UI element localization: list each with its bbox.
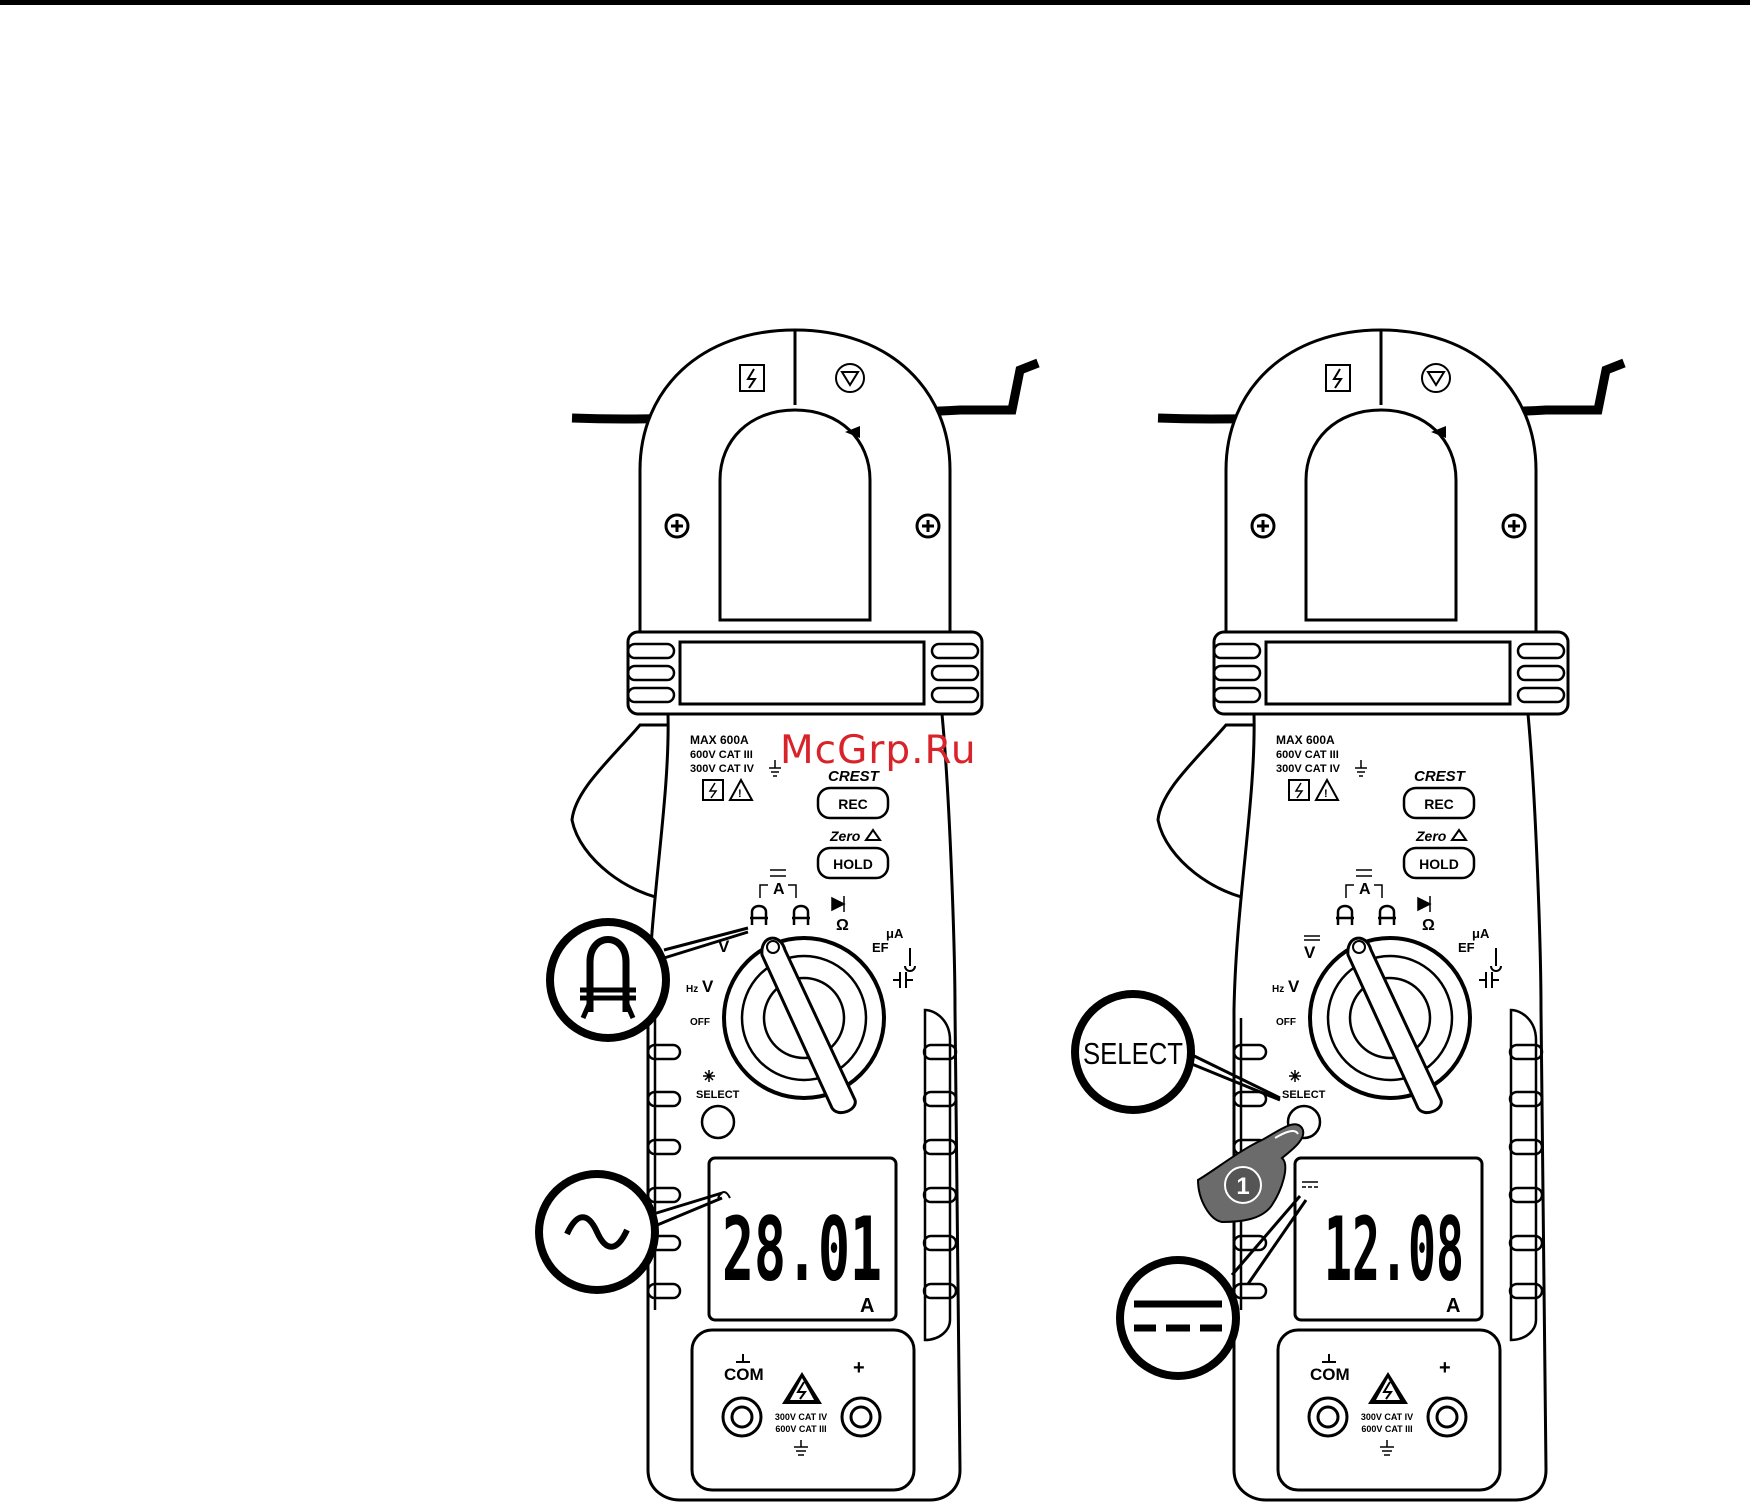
terminal-rating-2: 600V CAT III xyxy=(1361,1424,1412,1434)
svg-text:!: ! xyxy=(738,788,742,800)
com-jack[interactable] xyxy=(723,1398,761,1436)
select-label: SELECT xyxy=(1282,1089,1326,1101)
com-label: COM xyxy=(724,1365,764,1384)
screw-icon xyxy=(917,515,939,537)
rating-max: MAX 600A xyxy=(690,733,749,747)
com-jack[interactable] xyxy=(1309,1398,1347,1436)
dial-label-hz: Hz xyxy=(686,984,698,995)
terminal-rating-2: 600V CAT III xyxy=(775,1424,826,1434)
dial-label-ef: EF xyxy=(872,940,889,955)
dial-label-v-ac: V xyxy=(702,977,714,996)
jaw-trigger[interactable] xyxy=(572,725,670,900)
rec-button[interactable]: REC xyxy=(818,788,888,818)
dial-label-off: OFF xyxy=(1276,1017,1296,1028)
lcd-reading: 12.08 xyxy=(1324,1198,1464,1301)
select-label: SELECT xyxy=(696,1089,740,1101)
rating-cat3: 600V CAT III xyxy=(1276,749,1339,761)
lcd-display: 28.01 A xyxy=(709,1158,896,1320)
meter-right: MAX 600A 600V CAT III 300V CAT IV ! CRES… xyxy=(1071,330,1624,1500)
lcd-reading: 28.01 xyxy=(722,1198,882,1301)
select-button[interactable] xyxy=(702,1106,734,1138)
dial-label-a: A xyxy=(773,881,785,898)
watermark: McGrp.Ru xyxy=(780,728,977,773)
rating-cat4: 300V CAT IV xyxy=(1276,763,1341,775)
plus-label: + xyxy=(853,1357,865,1379)
lcd-display: 12.08 A xyxy=(1295,1158,1482,1320)
grip-band xyxy=(1214,632,1568,714)
terminal-rating-1: 300V CAT IV xyxy=(775,1412,827,1422)
rating-max: MAX 600A xyxy=(1276,733,1335,747)
rec-button-label: REC xyxy=(1424,796,1454,812)
rec-button[interactable]: REC xyxy=(1404,788,1474,818)
hold-button[interactable]: HOLD xyxy=(1404,848,1474,878)
dial-label-ef: EF xyxy=(1458,940,1475,955)
crest-label: CREST xyxy=(1414,768,1467,785)
com-label: COM xyxy=(1310,1365,1350,1384)
terminal-rating-1: 300V CAT IV xyxy=(1361,1412,1413,1422)
callout-select-text: SELECT xyxy=(1083,1036,1183,1071)
terminal-panel: COM + 300V CAT IV 600V CAT III xyxy=(1278,1330,1500,1490)
jaw-trigger[interactable] xyxy=(1158,725,1256,900)
plus-jack[interactable] xyxy=(842,1398,880,1436)
terminal-panel: COM + 300V CAT IV 600V CAT III xyxy=(692,1330,914,1490)
meter-left: MAX 600A 600V CAT III 300V CAT IV ! CRES… xyxy=(535,330,1038,1500)
screw-icon xyxy=(666,515,688,537)
plus-label: + xyxy=(1439,1357,1451,1379)
dial-label-v-ac: V xyxy=(1288,977,1300,996)
lcd-unit: A xyxy=(1446,1295,1460,1317)
rating-cat4: 300V CAT IV xyxy=(690,763,755,775)
dial-label-a: A xyxy=(1359,881,1371,898)
side-grip-right xyxy=(924,1010,956,1340)
rec-button-label: REC xyxy=(838,796,868,812)
dial-label-ua: μA xyxy=(886,926,904,941)
hold-button[interactable]: HOLD xyxy=(818,848,888,878)
side-grip-right xyxy=(1510,1010,1542,1340)
zero-label: Zero xyxy=(829,828,861,844)
screw-icon xyxy=(1503,515,1525,537)
screw-icon xyxy=(1252,515,1274,537)
dial-label-ohm: Ω xyxy=(836,917,849,934)
hold-button-label: HOLD xyxy=(1419,856,1459,872)
dial-label-v: V xyxy=(1304,943,1316,962)
lcd-unit: A xyxy=(860,1295,874,1317)
svg-text:!: ! xyxy=(1324,788,1328,800)
dial-label-ua: μA xyxy=(1472,926,1490,941)
zero-label: Zero xyxy=(1415,828,1447,844)
rating-cat3: 600V CAT III xyxy=(690,749,753,761)
step-number: 1 xyxy=(1236,1173,1249,1200)
dial-label-hz: Hz xyxy=(1272,984,1284,995)
dial-label-ohm: Ω xyxy=(1422,917,1435,934)
hold-button-label: HOLD xyxy=(833,856,873,872)
plus-jack[interactable] xyxy=(1428,1398,1466,1436)
grip-band xyxy=(628,632,982,714)
dial-label-off: OFF xyxy=(690,1017,710,1028)
